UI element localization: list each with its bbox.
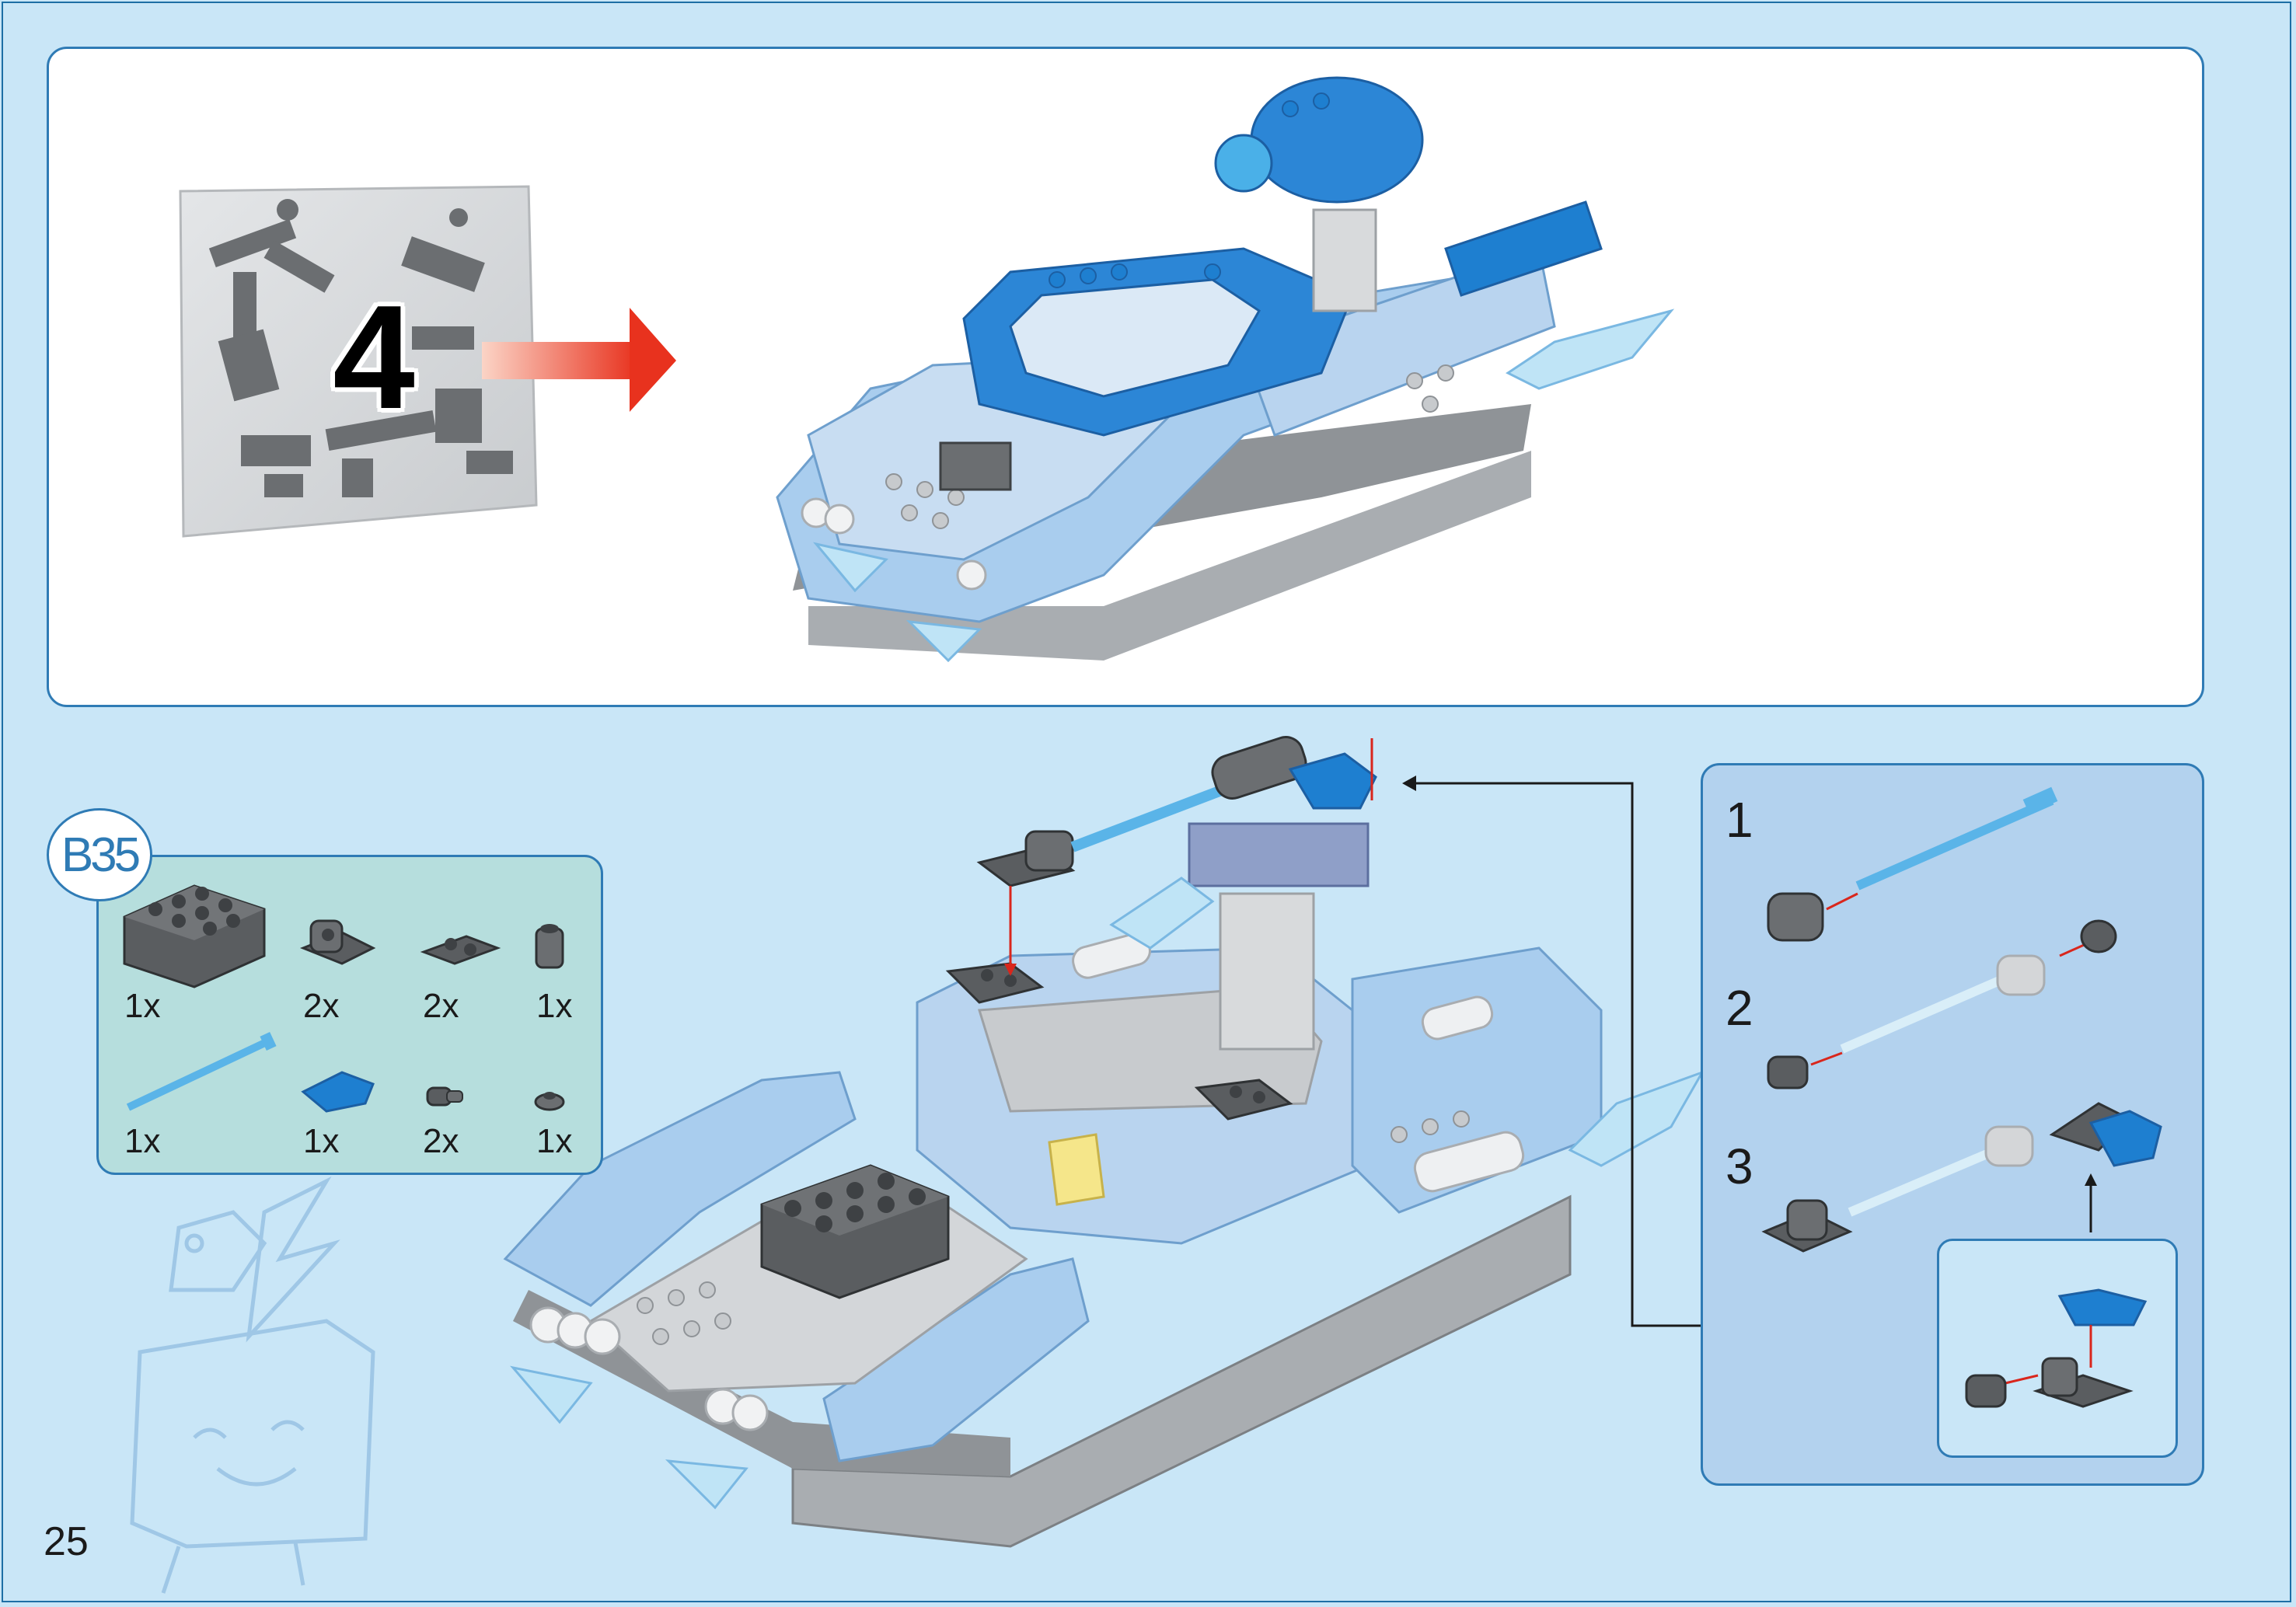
- bar-assembly-illustration: [976, 736, 1377, 976]
- parts-bag-illustration: [179, 185, 538, 538]
- dark-grey-2x4-brick-icon: [123, 884, 266, 988]
- sub-step-inset: [1937, 1239, 2178, 1458]
- overview-model-illustration: [776, 76, 1675, 663]
- dark-grey-round-brick-icon: [535, 924, 564, 969]
- inset-illustration: [1965, 1288, 2148, 1408]
- part-qty: 2x: [423, 1122, 459, 1160]
- sub-step-3-illustration: [1761, 1102, 2162, 1253]
- part-qty: 1x: [536, 987, 573, 1025]
- part-qty: 2x: [423, 987, 459, 1025]
- sub-step-number: 2: [1725, 980, 1753, 1036]
- sub-step-2-illustration: [1767, 919, 2117, 1089]
- placed-2x4-brick: [760, 1164, 950, 1299]
- sub-step-number: 1: [1725, 792, 1753, 848]
- dark-grey-pin-connector-icon: [426, 1086, 463, 1107]
- sub-step-1-illustration: [1767, 786, 2058, 942]
- light-blue-bar-icon: [126, 1031, 277, 1111]
- page-number: 25: [44, 1519, 89, 1564]
- dark-grey-round-tile-icon: [534, 1092, 565, 1111]
- main-build-model-illustration: [503, 822, 1705, 1548]
- part-qty: 1x: [124, 987, 161, 1025]
- part-qty: 2x: [303, 987, 340, 1025]
- bag-to-model-arrow: [482, 308, 676, 412]
- blue-curved-slope-icon: [301, 1071, 375, 1113]
- callout-connector: [1407, 782, 1701, 1327]
- sub-step-number: 3: [1725, 1138, 1753, 1194]
- bag-number: 4: [333, 275, 415, 440]
- dark-grey-1x2-plate-icon: [420, 935, 501, 965]
- part-qty: 1x: [303, 1122, 340, 1160]
- part-qty: 1x: [536, 1122, 573, 1160]
- part-qty: 1x: [124, 1122, 161, 1160]
- step-label: B35: [47, 808, 152, 901]
- dark-grey-bracket-icon: [299, 919, 376, 965]
